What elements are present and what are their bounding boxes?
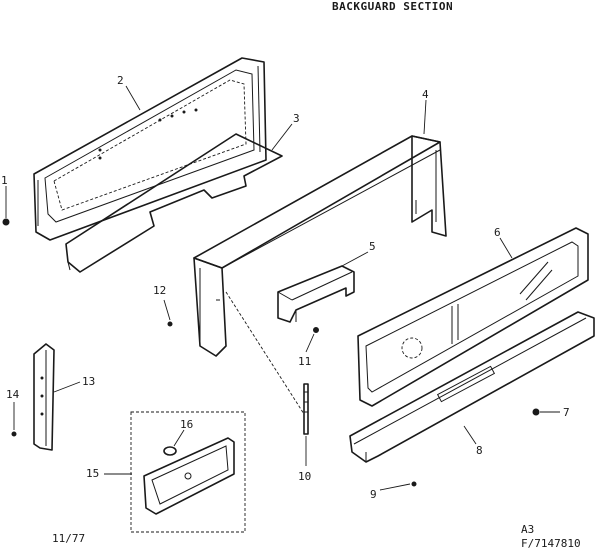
callout-5: 5 [369, 240, 376, 253]
date-label: 11/77 [52, 532, 85, 545]
callout-4: 4 [422, 88, 429, 101]
screw-12-icon [167, 321, 173, 327]
stud-assembly [225, 291, 319, 435]
lower-trim [349, 311, 595, 463]
callout-9: 9 [370, 488, 377, 501]
diagram-title: BACKGUARD SECTION [332, 0, 453, 13]
screw-14-icon [11, 431, 17, 437]
rear-panel [33, 57, 267, 241]
callout-12: 12 [153, 284, 166, 297]
insulation-sheet [65, 133, 283, 273]
callout-10: 10 [298, 470, 311, 483]
part-number-label: F/7147810 [521, 537, 581, 550]
leader-lines [5, 85, 560, 491]
side-trim [33, 343, 55, 451]
callout-8: 8 [476, 444, 483, 457]
backguard-housing [193, 135, 447, 357]
callout-15: 15 [86, 467, 99, 480]
callout-6: 6 [494, 226, 501, 239]
callout-2: 2 [117, 74, 124, 87]
screw-9-icon [411, 481, 417, 487]
bracket [277, 265, 355, 323]
callout-7: 7 [563, 406, 570, 419]
callout-16: 16 [180, 418, 193, 431]
panel-assembly-box [130, 411, 246, 533]
callout-1: 1 [1, 174, 8, 187]
knob-7-icon [532, 408, 540, 416]
callout-14: 14 [6, 388, 20, 401]
callout-11: 11 [298, 355, 311, 368]
page-label: A3 [521, 523, 534, 536]
screw-1-icon [2, 218, 10, 226]
callout-13: 13 [82, 375, 95, 388]
callout-3: 3 [293, 112, 300, 125]
control-panel-frame [357, 227, 589, 407]
